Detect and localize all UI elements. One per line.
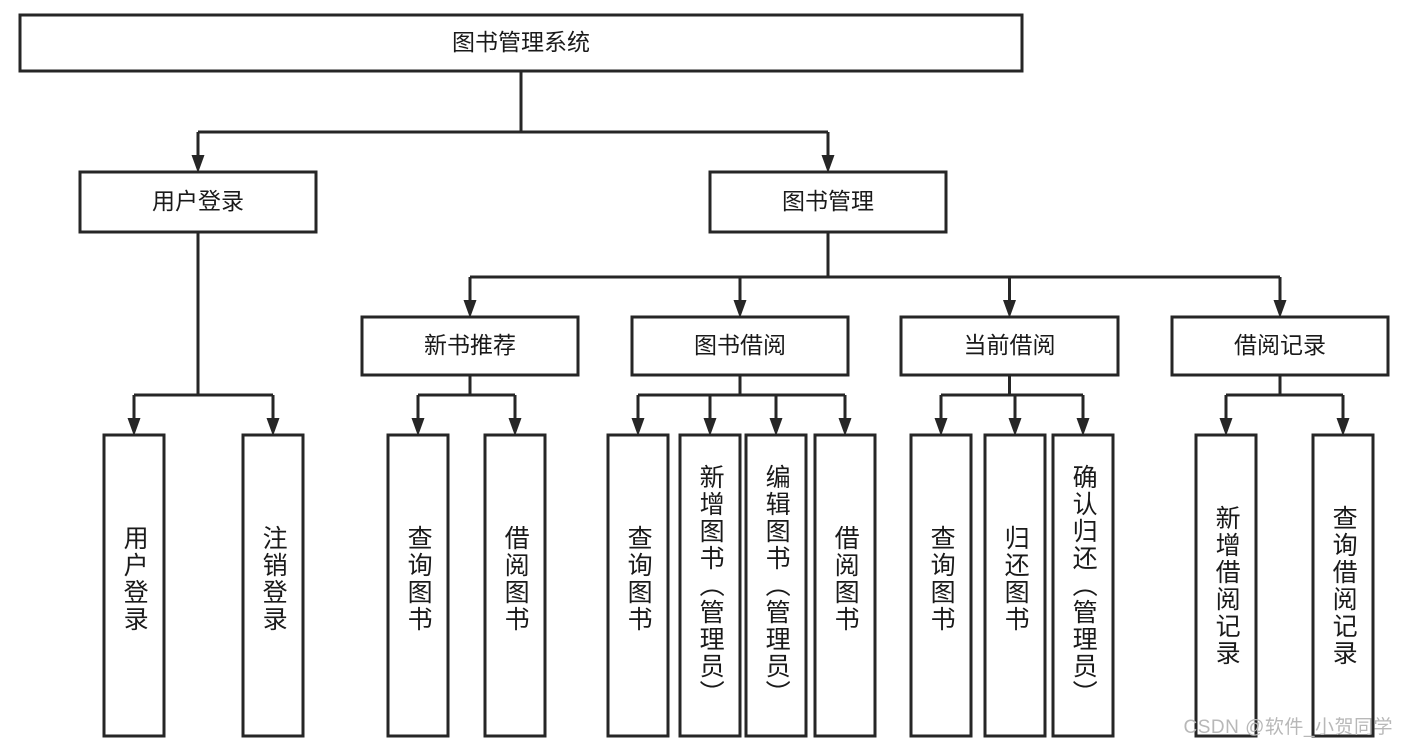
node-borrow-record[interactable]: 借阅记录 — [1170, 315, 1390, 377]
node-current-borrow[interactable]: 当前借阅 — [899, 315, 1120, 377]
edge-layer — [127, 71, 1350, 436]
node-leaf-query-book-1[interactable] — [386, 433, 450, 738]
node-box — [1170, 315, 1390, 377]
node-box — [241, 433, 305, 738]
node-leaf-query-book-3[interactable] — [909, 433, 973, 738]
node-new-book-recommend[interactable]: 新书推荐 — [360, 315, 580, 377]
arrow-head-icon — [733, 300, 747, 318]
node-user-login[interactable]: 用户登录 — [78, 170, 318, 234]
arrow-head-icon — [411, 418, 425, 436]
node-leaf-user-login[interactable] — [102, 433, 166, 738]
node-box — [813, 433, 877, 738]
node-box — [360, 315, 580, 377]
node-box — [483, 433, 547, 738]
node-box — [606, 433, 670, 738]
node-box — [18, 13, 1024, 73]
arrow-head-icon — [127, 418, 141, 436]
node-box — [983, 433, 1047, 738]
arrow-head-icon — [191, 155, 205, 173]
arrow-head-icon — [1336, 418, 1350, 436]
arrow-head-icon — [934, 418, 948, 436]
arrow-head-icon — [769, 418, 783, 436]
node-leaf-confirm-return[interactable] — [1051, 433, 1115, 738]
node-root[interactable]: 图书管理系统 — [18, 13, 1024, 73]
node-leaf-add-book[interactable] — [678, 433, 742, 738]
node-leaf-query-book-2[interactable] — [606, 433, 670, 738]
node-box — [909, 433, 973, 738]
node-box — [708, 170, 948, 234]
node-leaf-borrow-book-2[interactable] — [813, 433, 877, 738]
node-book-manage[interactable]: 图书管理 — [708, 170, 948, 234]
node-box — [1311, 433, 1375, 738]
node-box — [1194, 433, 1258, 738]
arrow-head-icon — [631, 418, 645, 436]
arrow-head-icon — [508, 418, 522, 436]
arrow-head-icon — [1008, 418, 1022, 436]
node-box — [630, 315, 850, 377]
arrow-head-icon — [463, 300, 477, 318]
node-box — [386, 433, 450, 738]
arrow-head-icon — [1219, 418, 1233, 436]
arrow-head-icon — [838, 418, 852, 436]
node-leaf-borrow-book-1[interactable] — [483, 433, 547, 738]
arrow-head-icon — [1076, 418, 1090, 436]
arrow-head-icon — [703, 418, 717, 436]
arrow-head-icon — [1273, 300, 1287, 318]
node-box — [678, 433, 742, 738]
node-label: 图书管理系统 — [452, 29, 590, 55]
node-leaf-user-logout[interactable] — [241, 433, 305, 738]
node-box — [899, 315, 1120, 377]
arrow-head-icon — [821, 155, 835, 173]
node-box — [744, 433, 808, 738]
node-label: 用户登录 — [152, 188, 244, 214]
node-label: 图书管理 — [782, 188, 874, 214]
node-label: 当前借阅 — [964, 332, 1056, 358]
node-box — [78, 170, 318, 234]
node-leaf-return-book[interactable] — [983, 433, 1047, 738]
node-label: 图书借阅 — [694, 332, 786, 358]
node-box — [1051, 433, 1115, 738]
arrow-head-icon — [1003, 300, 1016, 318]
node-leaf-edit-book[interactable] — [744, 433, 808, 738]
arrow-head-icon — [266, 418, 280, 436]
node-leaf-add-borrow-record[interactable] — [1194, 433, 1258, 738]
node-book-borrow[interactable]: 图书借阅 — [630, 315, 850, 377]
node-leaf-query-borrow-record[interactable] — [1311, 433, 1375, 738]
node-label: 借阅记录 — [1234, 332, 1326, 358]
node-box — [102, 433, 166, 738]
watermark-text: CSDN @软件_小贺同学 — [1183, 717, 1393, 738]
node-label: 新书推荐 — [424, 332, 516, 358]
